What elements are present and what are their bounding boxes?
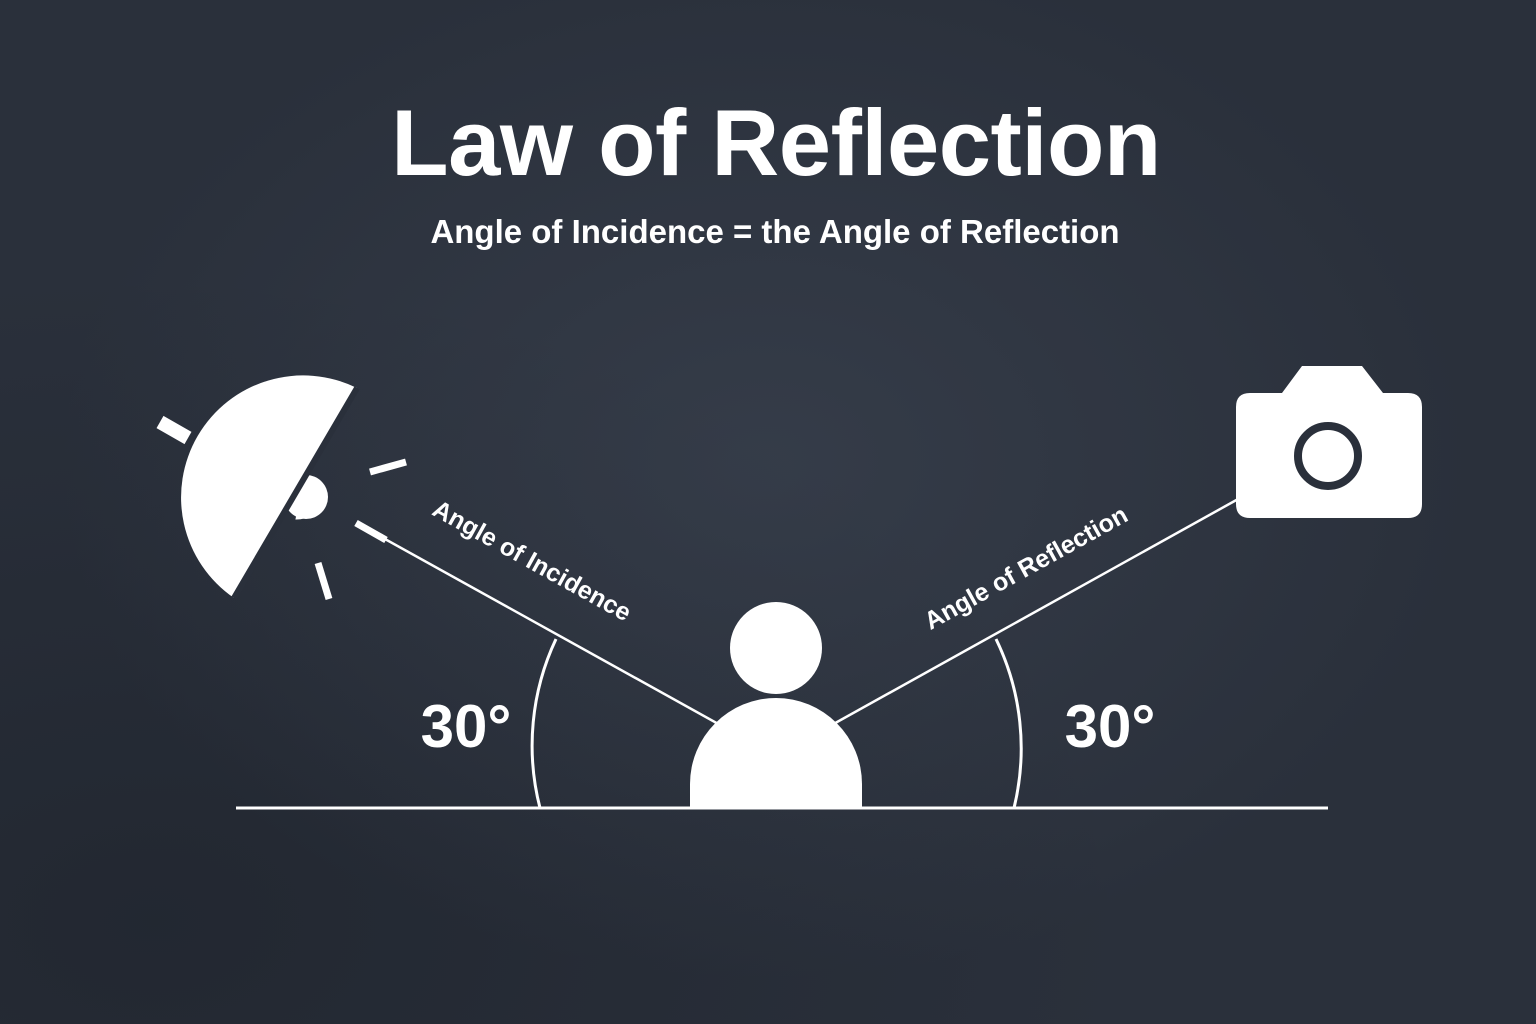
- diagram-subtitle: Angle of Incidence = the Angle of Reflec…: [430, 213, 1120, 250]
- reflected-ray: [775, 496, 1241, 758]
- person-icon: [690, 602, 862, 808]
- incidence-ray-label: Angle of Incidence: [428, 495, 636, 627]
- light-bulb-round: [284, 475, 328, 519]
- person-body: [690, 698, 862, 808]
- camera-lens: [1294, 422, 1362, 490]
- light-dome-edge: [231, 386, 360, 600]
- light-ray-mark-upper: [369, 458, 407, 476]
- person-head: [730, 602, 822, 694]
- diagram-title: Law of Reflection: [391, 90, 1161, 195]
- light-top-bar: [156, 415, 192, 445]
- reflection-angle-arc: [994, 638, 1023, 809]
- incident-ray: [357, 522, 777, 758]
- light-ray-mark-lower: [314, 561, 333, 601]
- incidence-angle-value: 30°: [421, 693, 512, 760]
- camera-icon: [1236, 366, 1422, 518]
- camera-body: [1236, 366, 1422, 518]
- light-dome: [181, 375, 357, 598]
- light-icon: [156, 375, 407, 601]
- incidence-angle-arc: [530, 638, 558, 809]
- incident-ray-start: [354, 519, 388, 544]
- reflection-angle-value: 30°: [1065, 693, 1156, 760]
- reflection-ray-label: Angle of Reflection: [920, 501, 1133, 636]
